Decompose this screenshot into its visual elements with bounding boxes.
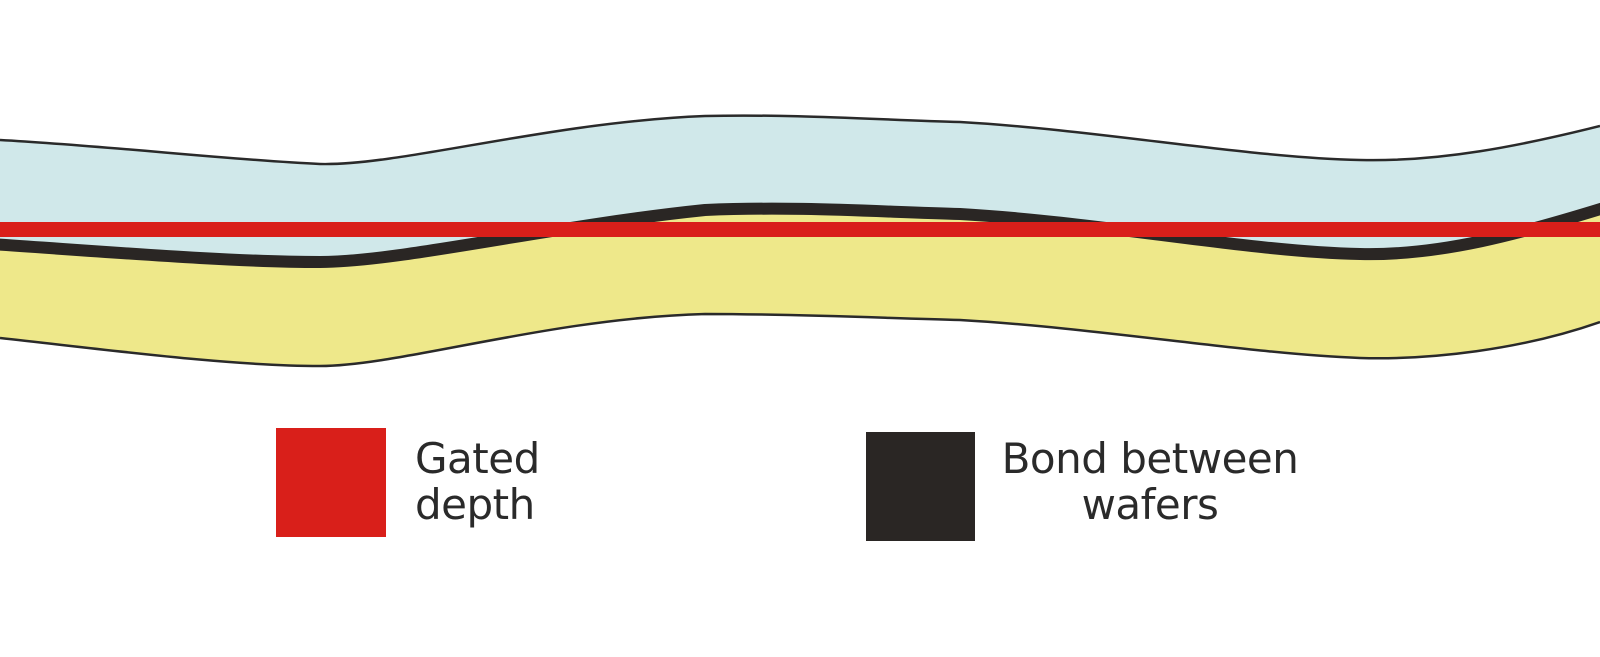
upper-wafer-outline — [0, 114, 1600, 166]
gated-depth-line — [0, 222, 1600, 237]
gated-depth-legend-label: Gated depth — [415, 436, 540, 528]
bond-label-line2: wafers — [1081, 480, 1219, 529]
gated-depth-label-line2: depth — [415, 480, 535, 529]
lower-wafer-layer — [0, 206, 1600, 366]
bond-legend-label: Bond between wafers — [995, 436, 1305, 528]
lower-wafer-outline — [0, 312, 1600, 368]
gated-depth-label-line1: Gated — [415, 434, 540, 483]
bond-layer — [0, 202, 1600, 269]
bond-swatch — [866, 432, 975, 541]
bond-label-line1: Bond between — [1001, 434, 1299, 483]
gated-depth-swatch — [276, 428, 386, 537]
